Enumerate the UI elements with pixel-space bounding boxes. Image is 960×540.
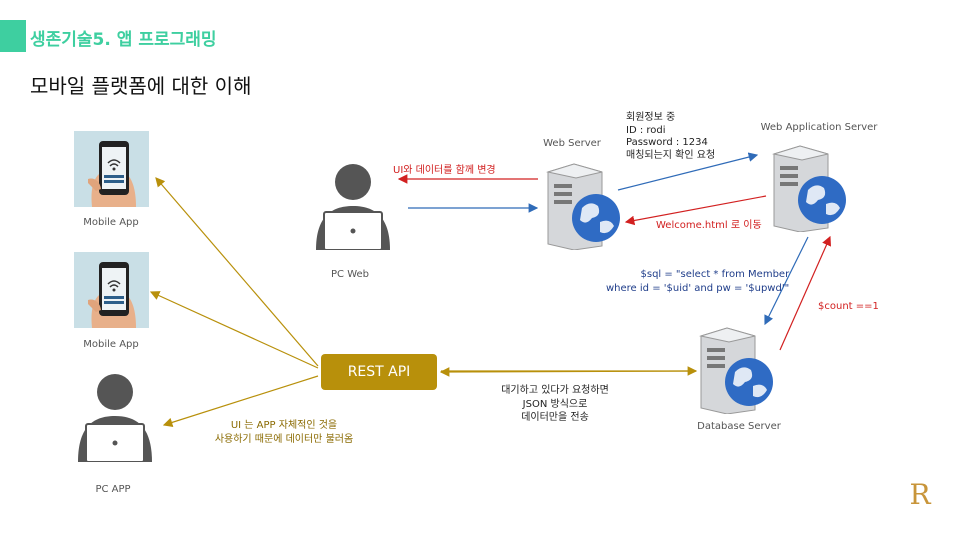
json-wait-note: 대기하고 있다가 요청하면 JSON 방식으로 데이터만을 전송	[501, 384, 609, 425]
pc-app-user-icon	[78, 374, 152, 462]
pc-web-user-icon	[316, 164, 390, 250]
count-note: $count ==1	[818, 301, 879, 312]
member-info-line: 회원정보 중	[626, 112, 676, 123]
header-accent-bar	[0, 20, 26, 52]
member-info-line: ID : rodi	[626, 124, 666, 136]
ui-app-note: UI 는 APP 자체적인 것을 사용하기 때문에 데이터만 불러옴	[215, 419, 353, 446]
member-info-note: 회원정보 중 ID : rodi Password : 1234 매칭되는지 확…	[626, 112, 715, 162]
arrow-rest-to-mobile-1	[155, 177, 319, 367]
mobile-app-image-1	[74, 131, 149, 207]
was-label: Web Application Server	[760, 122, 878, 133]
page-title: 모바일 플랫폼에 대한 이해	[30, 74, 252, 98]
welcome-note: Welcome.html 로 이동	[656, 220, 762, 231]
web-server-label: Web Server	[543, 138, 601, 149]
brand-logo: R	[900, 480, 940, 530]
logo-letter: R	[909, 478, 931, 511]
arrow-rest-to-pcapp	[162, 375, 319, 428]
arrow-rest-to-mobile-2	[149, 291, 319, 369]
member-info-line: Password : 1234	[626, 137, 708, 148]
smartphone-hand-icon	[88, 262, 136, 328]
json-wait-line: 대기하고 있다가 요청하면	[501, 385, 609, 396]
pc-web-label: PC Web	[331, 269, 369, 280]
mobile-app-label-1: Mobile App	[83, 217, 139, 228]
member-info-line: 매칭되는지 확인 요청	[626, 149, 716, 161]
ui-app-line: UI 는 APP 자체적인 것을	[230, 420, 338, 431]
web-server-icon	[546, 163, 620, 250]
sql-note: $sql = "select * from Member where id = …	[606, 268, 789, 295]
arrow-web-to-was	[617, 152, 759, 191]
database-server-icon	[699, 327, 773, 414]
ui-app-line: 사용하기 때문에 데이터만 불러옴	[214, 433, 354, 445]
arrow-was-to-db	[764, 236, 809, 326]
arrow-db-to-was	[779, 235, 831, 351]
sql-line: where id = '$uid' and pw = '$upwd'"	[606, 282, 790, 294]
rest-api-box: REST API	[321, 354, 437, 390]
pc-app-label: PC APP	[95, 484, 131, 495]
database-server-label: Database Server	[697, 421, 781, 432]
json-wait-line: JSON 방식으로	[522, 398, 588, 410]
arrow-rest-db-left	[439, 367, 697, 377]
json-wait-line: 데이터만을 전송	[521, 412, 589, 423]
smartphone-hand-icon	[88, 141, 136, 207]
sql-line: $sql = "select * from Member	[640, 269, 790, 280]
arrow-was-to-web	[624, 195, 767, 226]
was-server-icon	[772, 145, 846, 232]
mobile-app-label-2: Mobile App	[83, 339, 139, 350]
ui-update-note: UI와 데이터를 함께 변경	[393, 165, 496, 176]
header-title: 생존기술5. 앱 프로그래밍	[30, 30, 217, 50]
mobile-app-image-2	[74, 252, 149, 328]
